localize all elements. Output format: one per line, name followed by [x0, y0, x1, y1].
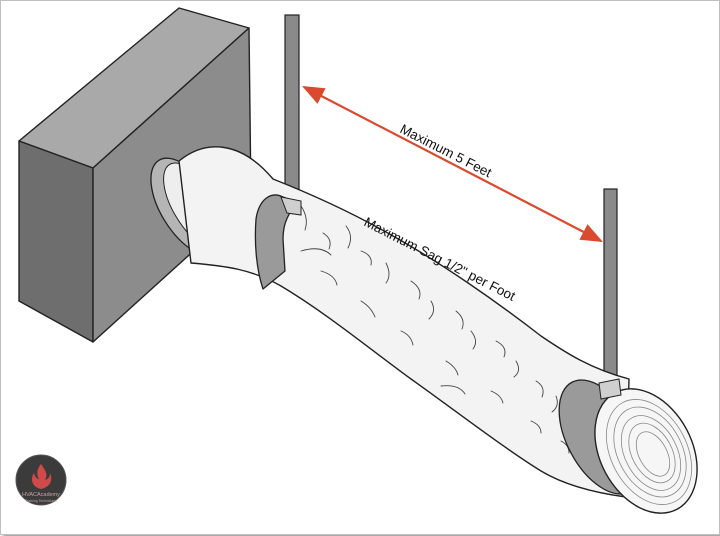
middle-strap-band: [254, 194, 302, 290]
right-hanger-strap: [603, 188, 618, 388]
spacing-arrow: [302, 85, 603, 243]
left-hanger-strap: [284, 14, 300, 202]
brand-logo: HVACAcademy Training Technicians: [15, 454, 67, 506]
logo-text: HVACAcademy: [22, 492, 60, 498]
end-collar: [558, 378, 698, 514]
logo-tagline: Training Technicians: [25, 499, 57, 503]
logo-flame-icon: [32, 464, 52, 489]
max-spacing-label: Maximum 5 Feet: [398, 121, 495, 180]
duct-coil-rings: [605, 399, 693, 505]
plenum-box-side: [18, 140, 94, 343]
flex-duct-body: [178, 146, 630, 498]
